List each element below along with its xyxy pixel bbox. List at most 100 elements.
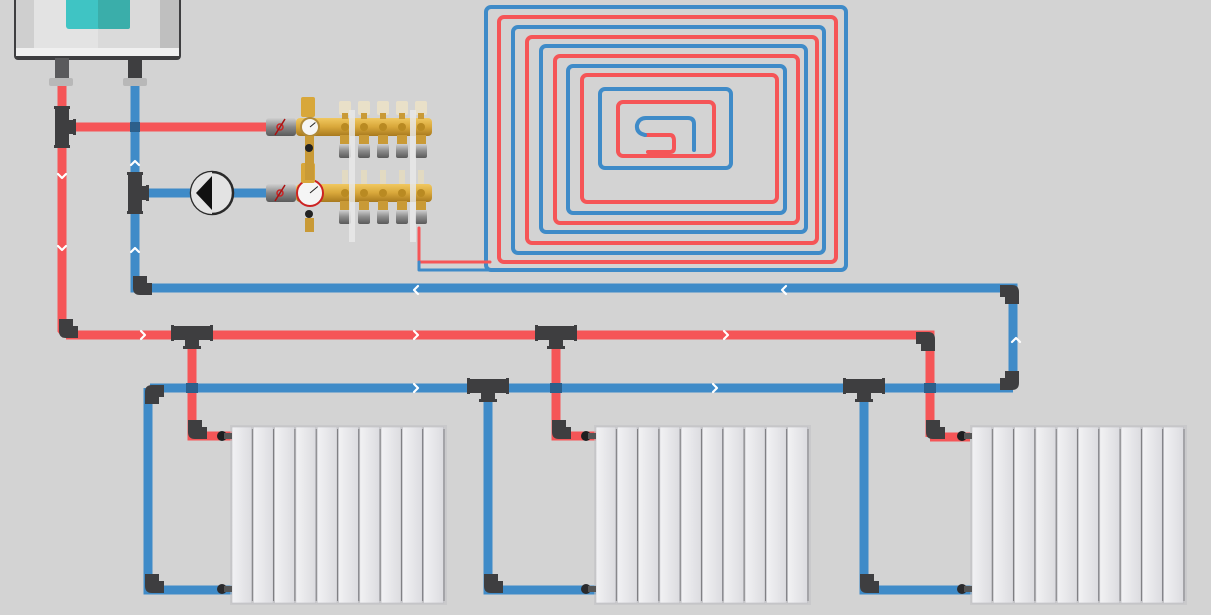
elbow-body	[926, 420, 945, 439]
tee-fitting	[536, 326, 576, 340]
tee-flange	[127, 172, 143, 175]
pipe-fittings	[54, 106, 1019, 593]
pipe-crossing	[550, 383, 562, 393]
radiator-section	[971, 426, 993, 604]
valve-handle-icon	[276, 123, 284, 131]
valve-handle-icon	[276, 189, 284, 197]
tee-flange	[535, 325, 538, 341]
radiator-1	[217, 425, 447, 605]
mounting-bracket	[410, 110, 416, 242]
radiator-section	[702, 426, 723, 604]
tee-flange	[54, 106, 70, 109]
elbow-body	[145, 574, 164, 593]
flow-meter-stem	[361, 113, 367, 119]
radiator-3-return	[859, 388, 972, 595]
valve-handle	[274, 118, 286, 136]
tee-flange	[171, 325, 174, 341]
manifold-port	[417, 189, 425, 197]
tee-flange	[183, 346, 201, 349]
radiator-section	[1142, 426, 1163, 604]
boiler	[14, 0, 181, 86]
flow-meter-stem	[418, 113, 424, 119]
radiator-section	[744, 426, 766, 604]
coil-loop	[525, 35, 819, 245]
flow-arrows	[56, 159, 1022, 394]
outlet-nipple	[416, 201, 426, 210]
radiator-section	[1014, 426, 1035, 604]
tee-branch	[185, 335, 199, 348]
elbow-body	[552, 420, 571, 439]
elbow-fitting	[926, 420, 945, 439]
coil-loop	[497, 15, 838, 264]
ball-valve	[266, 184, 296, 202]
circulation-pump[interactable]	[189, 170, 235, 216]
coil-loop	[553, 54, 800, 225]
valve-body	[588, 586, 596, 592]
compression-fitting	[415, 144, 427, 158]
tee-flange	[574, 325, 577, 341]
flow-arrow-icon	[412, 329, 420, 341]
tee-flange	[479, 399, 497, 402]
radiator-section	[723, 426, 744, 604]
elbow-fitting	[59, 319, 78, 338]
flow-arrow-icon	[1010, 336, 1022, 344]
tee-flange	[547, 346, 565, 349]
pipe-crossing	[186, 383, 198, 393]
radiator-section	[1099, 426, 1120, 604]
radiator-section	[231, 426, 253, 604]
flow-arrow-icon	[711, 382, 719, 394]
tee-branch	[549, 335, 563, 348]
bypass-body	[305, 136, 314, 180]
manifold-port	[379, 123, 387, 131]
drain-outlet	[305, 218, 314, 232]
radiator-section	[338, 426, 359, 604]
gauge-needle	[309, 122, 316, 128]
radiator-section	[616, 426, 638, 604]
radiator-section	[1078, 426, 1099, 604]
radiator-section	[1035, 426, 1057, 604]
outlet-nipple	[359, 201, 369, 210]
radiator-section	[1120, 426, 1142, 604]
outlet-nipple	[397, 135, 407, 144]
radiator-section	[423, 426, 444, 604]
valve-pin	[399, 170, 405, 184]
elbow-body	[188, 420, 207, 439]
mounting-bracket	[349, 110, 355, 242]
pump-direction-icon	[196, 176, 212, 210]
outlet-nipple	[340, 201, 350, 210]
radiator-section	[595, 426, 617, 604]
flow-arrow-icon	[56, 172, 68, 180]
elbow-fitting	[860, 574, 879, 593]
tee-flange	[210, 325, 213, 341]
manifold-port	[417, 123, 425, 131]
radiator-section	[787, 426, 808, 604]
radiator-section	[1163, 426, 1184, 604]
valve-body	[588, 433, 596, 439]
radiator-section	[659, 426, 681, 604]
flow-arrow-icon	[56, 244, 68, 252]
flow-arrow-icon	[722, 329, 730, 341]
elbow-body	[59, 319, 78, 338]
manifold-port	[360, 189, 368, 197]
compression-fitting	[377, 210, 389, 224]
tee-branch	[857, 388, 871, 401]
elbow-body	[133, 276, 152, 295]
flow-arrow-icon	[129, 159, 141, 167]
elbow-fitting	[133, 276, 152, 295]
compression-fitting	[377, 144, 389, 158]
elbow-body	[145, 385, 164, 404]
valve-pin	[418, 170, 424, 184]
tee-flange	[843, 378, 846, 394]
elbow-fitting	[145, 385, 164, 404]
valve-pin	[380, 170, 386, 184]
manifold-port	[360, 123, 368, 131]
elbow-body	[860, 574, 879, 593]
tee-flange	[506, 378, 509, 394]
coil-loop	[511, 25, 826, 255]
radiator-section	[680, 426, 702, 604]
radiator-section	[1056, 426, 1078, 604]
underfloor-manifold	[266, 97, 432, 242]
coil-loop	[616, 100, 716, 158]
elbow-fitting	[1000, 371, 1019, 390]
drain-valve	[305, 210, 313, 218]
